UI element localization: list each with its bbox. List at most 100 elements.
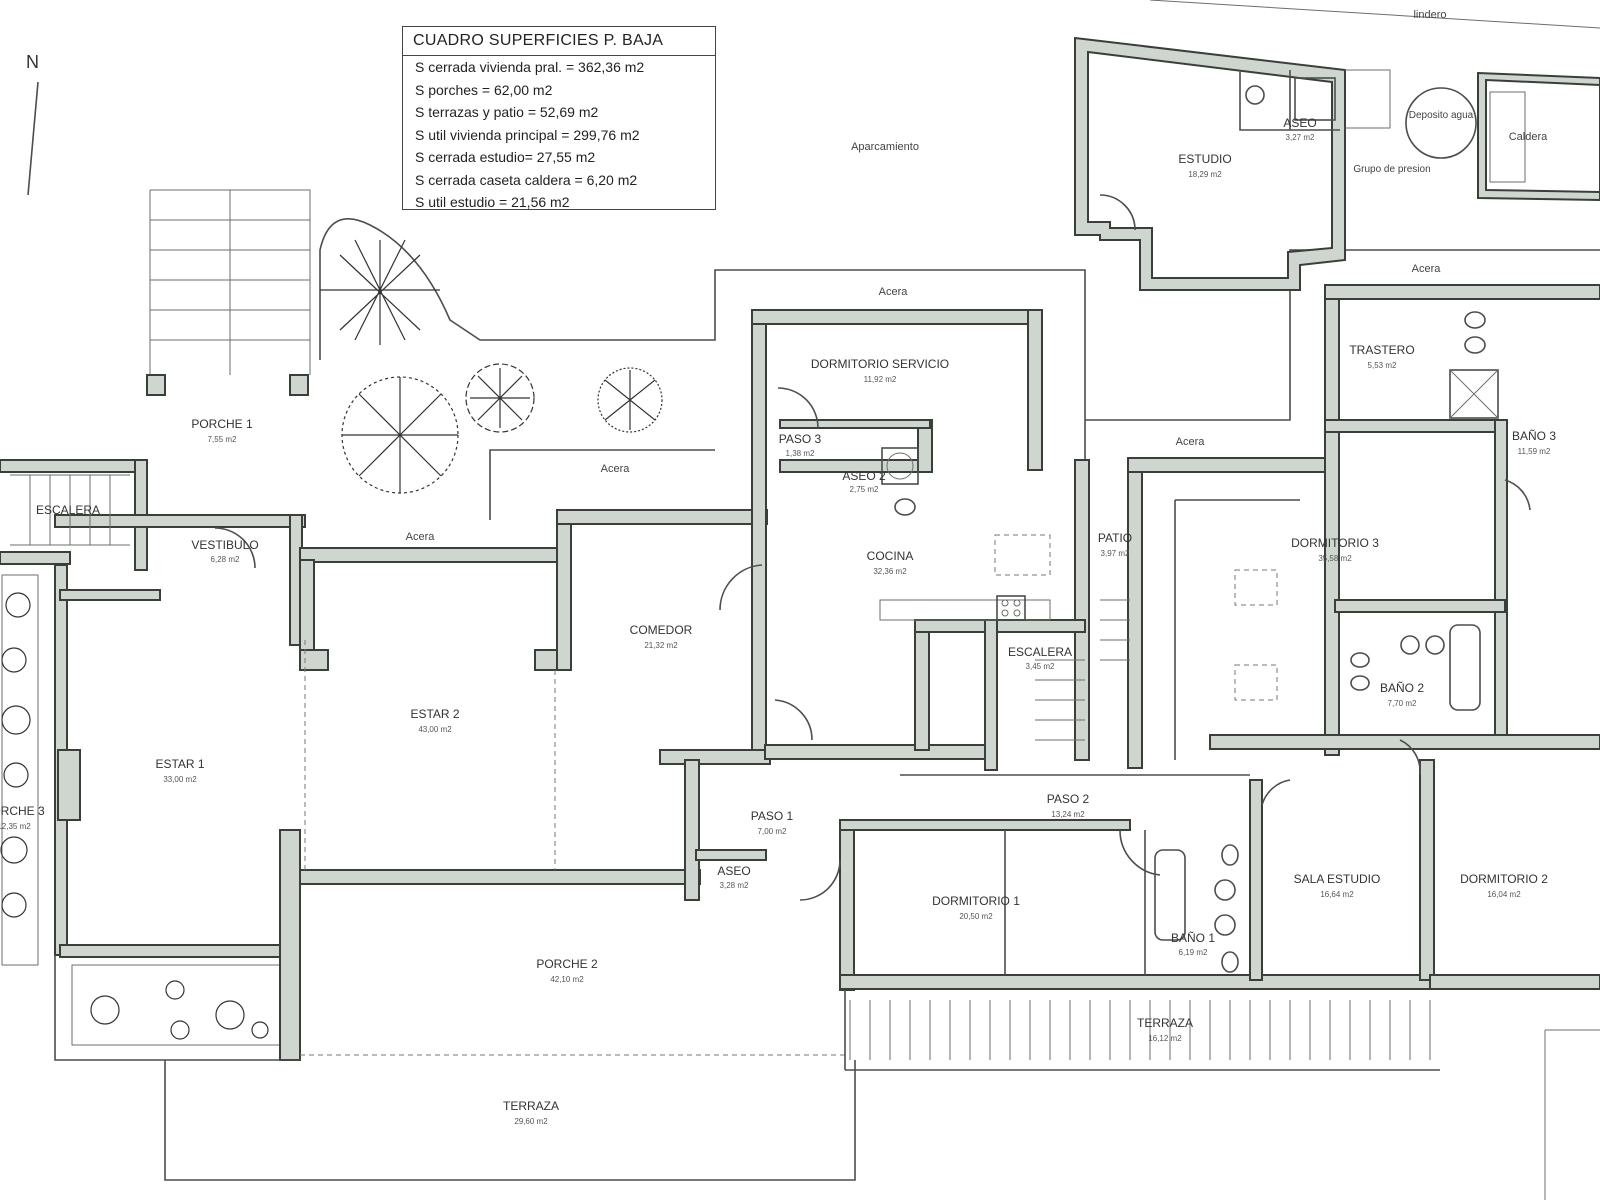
svg-text:3,97 m2: 3,97 m2 [1101,549,1130,558]
svg-text:PASO 2: PASO 2 [1047,792,1090,806]
svg-text:DORMITORIO 2: DORMITORIO 2 [1460,872,1548,886]
room-porche-1: PORCHE 1 7,55 m2 [191,417,253,444]
room-terraza-right: TERRAZA 16,12 m2 [1137,1016,1193,1043]
table-row: S cerrada vivienda pral. = 362,36 m2 [415,59,645,75]
water-tank [1405,87,1477,159]
svg-text:PORCHE 2: PORCHE 2 [536,957,598,971]
table-row: S cerrada caseta caldera = 6,20 m2 [415,171,638,188]
room-bano-3: BAÑO 311,59 m2 [1512,429,1556,456]
svg-text:3,27 m2: 3,27 m2 [1286,133,1315,142]
room-patio: PATIO 3,97 m2 [1098,531,1132,558]
svg-text:COCINA: COCINA [867,549,914,563]
svg-text:20,50 m2: 20,50 m2 [959,912,993,921]
bathtub-icon [1449,624,1481,711]
svg-text:ESTAR 1: ESTAR 1 [155,757,204,771]
svg-text:35,58 m2: 35,58 m2 [1318,554,1352,563]
table-row: S terrazas y patio = 52,69 m2 [415,104,599,120]
svg-text:2,75 m2: 2,75 m2 [850,485,879,494]
room-dormitorio-1: DORMITORIO 120,50 m2 [932,894,1020,921]
room-dormitorio-3: DORMITORIO 3 35,58 m2 [1291,536,1379,563]
svg-text:7,00 m2: 7,00 m2 [758,827,787,836]
bathtub-icon [1154,849,1186,941]
room-trastero: TRASTERO 5,53 m2 [1349,343,1414,370]
door [1099,194,1136,231]
svg-text:TERRAZA: TERRAZA [1137,1016,1193,1030]
svg-text:PASO 1: PASO 1 [751,809,794,823]
planter-porche-2 [71,964,283,1046]
room-aseo-estudio: ASEO 3,27 m2 [1283,116,1316,142]
palm-icon [320,239,440,345]
svg-text:6,28 m2: 6,28 m2 [211,555,240,564]
planter-porche-3 [0,574,39,966]
svg-text:PATIO: PATIO [1098,531,1132,545]
svg-text:PORCHE 3: PORCHE 3 [0,804,45,818]
svg-text:ASEO: ASEO [1283,116,1316,130]
grupo-presion-label: Grupo de presion [1353,164,1430,175]
svg-text:PORCHE 1: PORCHE 1 [191,417,253,431]
svg-text:5,53 m2: 5,53 m2 [1368,361,1397,370]
room-paso-2: PASO 213,24 m2 [1047,792,1090,819]
surface-summary-table: CUADRO SUPERFICIES P. BAJA S cerrada viv… [402,26,716,210]
tree-icon [341,376,459,494]
svg-text:11,92 m2: 11,92 m2 [864,375,897,384]
svg-text:ESCALERA: ESCALERA [36,503,100,517]
shrub-icon [597,367,663,433]
acera-label: Acera [601,463,631,475]
room-bano-1: BAÑO 16,19 m2 [1171,931,1215,957]
svg-text:BAÑO 2: BAÑO 2 [1380,681,1424,695]
svg-text:PASO 3: PASO 3 [779,432,822,446]
svg-text:7,70 m2: 7,70 m2 [1388,699,1417,708]
washer-icon [881,447,919,485]
stove-icon [996,595,1026,621]
room-escalera: ESCALERA [36,503,100,517]
svg-text:29,60 m2: 29,60 m2 [514,1117,548,1126]
sink-icon [1214,635,1445,936]
table-row: S util estudio = 21,56 m2 [415,194,570,210]
svg-text:TRASTERO: TRASTERO [1349,343,1414,357]
svg-text:16,64 m2: 16,64 m2 [1320,890,1354,899]
table-title: CUADRO SUPERFICIES P. BAJA [403,27,715,56]
svg-text:ESTUDIO: ESTUDIO [1178,152,1231,166]
svg-text:16,12 m2: 16,12 m2 [1148,1034,1182,1043]
boiler-icon [1489,91,1526,183]
interior-lines [10,474,1440,1071]
sink-icon [1245,85,1265,105]
acera-label: Acera [1176,436,1206,448]
svg-text:12,35 m2: 12,35 m2 [0,822,31,831]
svg-text:DORMITORIO 3: DORMITORIO 3 [1291,536,1379,550]
exterior-stairs [149,189,311,375]
svg-text:43,00 m2: 43,00 m2 [418,725,452,734]
svg-text:18,29 m2: 18,29 m2 [1188,170,1222,179]
lindero-label: lindero [1413,9,1446,21]
room-dormitorio-2: DORMITORIO 216,04 m2 [1460,872,1548,899]
acera-label: Acera [406,531,436,543]
svg-text:33,00 m2: 33,00 m2 [163,775,197,784]
room-paso-3: PASO 31,38 m2 [779,432,822,458]
table-row: S util vivienda principal = 299,76 m2 [415,126,640,143]
north-label: N [26,52,39,72]
svg-text:TERRAZA: TERRAZA [503,1099,559,1113]
room-porche-3: PORCHE 3 12,35 m2 [0,804,45,831]
svg-text:3,28 m2: 3,28 m2 [720,881,749,890]
room-porche-2: PORCHE 2 42,10 m2 [536,957,598,984]
room-paso-1: PASO 1 7,00 m2 [751,809,794,836]
svg-text:ESTAR 2: ESTAR 2 [410,707,459,721]
svg-text:42,10 m2: 42,10 m2 [550,975,584,984]
room-estar-2: ESTAR 2 43,00 m2 [410,707,459,734]
svg-text:BAÑO 3: BAÑO 3 [1512,429,1556,443]
svg-text:ESCALERA: ESCALERA [1008,645,1072,659]
room-estar-1: ESTAR 1 33,00 m2 [155,757,204,784]
walls [0,284,1600,1061]
svg-text:7,55 m2: 7,55 m2 [208,435,237,444]
room-dormitorio-servicio: DORMITORIO SERVICIO 11,92 m2 [811,357,949,384]
svg-text:DORMITORIO SERVICIO: DORMITORIO SERVICIO [811,357,949,371]
room-bano-2: BAÑO 2 7,70 m2 [1380,681,1424,708]
table-row: S porches = 62,00 m2 [415,81,553,98]
shower-icon [1449,369,1499,419]
